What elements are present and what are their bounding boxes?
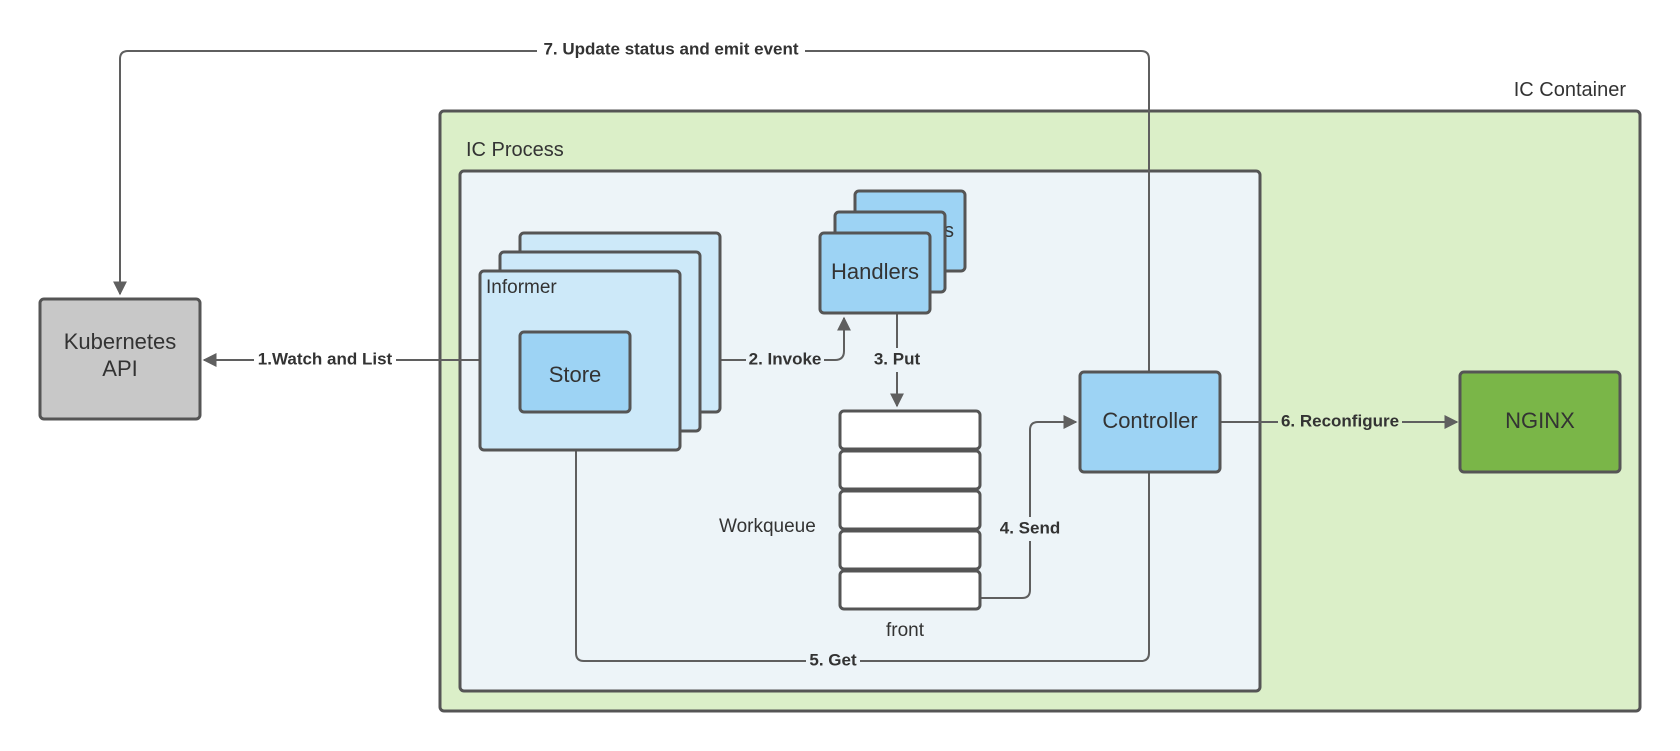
edge-label-put: 3. Put bbox=[870, 348, 924, 372]
edge-get-line bbox=[569, 414, 1150, 662]
ic-container-label: IC Container bbox=[1514, 79, 1627, 101]
nginx-label: NGINX bbox=[1505, 408, 1575, 433]
workqueue-slot bbox=[838, 409, 982, 451]
handlers-label: Handlers bbox=[831, 259, 919, 284]
edge-label-reconfigure: 6. Reconfigure bbox=[1278, 410, 1402, 434]
kubernetes-api-label-line2: API bbox=[102, 356, 137, 381]
svg-text:5. Get: 5. Get bbox=[809, 650, 857, 669]
handlers-node bbox=[818, 231, 932, 315]
edge-label-watch-and-list: 1.Watch and List bbox=[254, 348, 396, 372]
workqueue-front-label: front bbox=[886, 620, 925, 641]
controller-label: Controller bbox=[1102, 408, 1197, 433]
store-label: Store bbox=[549, 362, 602, 387]
store-node bbox=[518, 330, 632, 414]
svg-text:7. Update status and emit even: 7. Update status and emit event bbox=[543, 39, 798, 58]
svg-text:6. Reconfigure: 6. Reconfigure bbox=[1281, 411, 1399, 430]
controller-node bbox=[1078, 370, 1222, 474]
edge-label-update-status: 7. Update status and emit event bbox=[537, 38, 805, 62]
workqueue-label: Workqueue bbox=[719, 516, 816, 537]
nginx-node bbox=[1458, 370, 1622, 474]
edge-invoke-line bbox=[680, 316, 851, 361]
workqueue-slot bbox=[838, 529, 982, 571]
workqueue-slot bbox=[838, 569, 982, 611]
svg-text:3. Put: 3. Put bbox=[874, 349, 921, 368]
informer-label: Informer bbox=[486, 277, 557, 298]
edge-label-send: 4. Send bbox=[996, 517, 1064, 541]
kubernetes-api-label-line1: Kubernetes bbox=[64, 329, 177, 354]
handlers-stack-back-label: s bbox=[944, 220, 954, 242]
svg-text:1.Watch and List: 1.Watch and List bbox=[258, 349, 393, 368]
workqueue-slot bbox=[838, 489, 982, 531]
svg-text:2. Invoke: 2. Invoke bbox=[749, 349, 822, 368]
kubernetes-api-node bbox=[38, 297, 202, 421]
ic-process-label: IC Process bbox=[466, 139, 564, 161]
edge-label-invoke: 2. Invoke bbox=[746, 348, 824, 372]
edge-send-line bbox=[980, 415, 1078, 599]
workqueue bbox=[838, 409, 982, 611]
edge-label-get: 5. Get bbox=[806, 649, 860, 673]
svg-text:4. Send: 4. Send bbox=[1000, 518, 1060, 537]
workqueue-slot bbox=[838, 449, 982, 491]
